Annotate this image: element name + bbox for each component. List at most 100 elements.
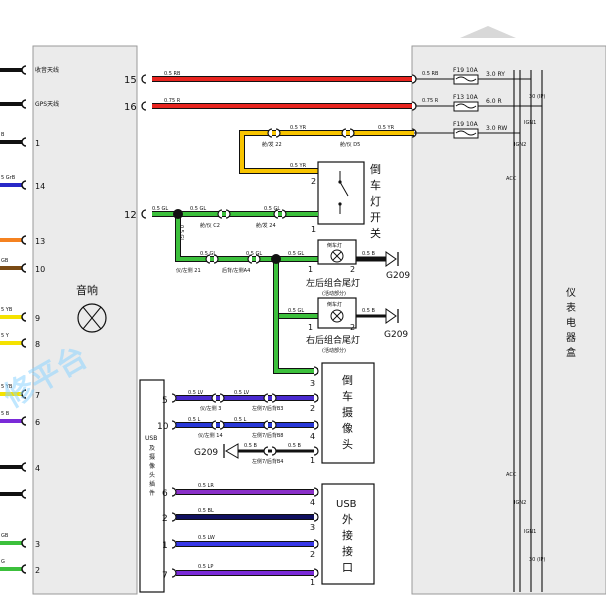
wire-code: 5 YB: [1, 307, 13, 313]
switch-label-1: 倒: [370, 163, 381, 176]
left-connector-panel: [32, 45, 138, 595]
usb-port-pin: 4: [310, 498, 315, 507]
camera-label-5: 头: [342, 438, 353, 451]
fuse-amp: 6.0 R: [486, 98, 502, 105]
connector-label: 舱/发 22: [262, 141, 282, 148]
connector-label: 左侧7/后背B8: [252, 432, 283, 439]
harness-label: 插: [149, 480, 155, 488]
usb-port-pin: 1: [310, 578, 315, 587]
usb-label-5: 口: [342, 561, 353, 574]
wire-code: 0.75 R: [164, 98, 181, 104]
pin-label: 14: [35, 182, 45, 191]
pin-label: 13: [35, 237, 45, 246]
ground-label: G209: [386, 271, 410, 281]
wire-code: 0.5 YR: [290, 163, 307, 169]
wire-code: 0.5 GL: [264, 206, 280, 212]
pin-label: GPS天线: [35, 100, 59, 108]
rail-labels: 30 (IP) IGN1 IGN2 ACC ACC IGN2 IGN1 30 (…: [506, 94, 545, 563]
wire-code: 0.5 LV: [188, 390, 204, 396]
rail-label: IGN1: [524, 120, 536, 126]
wire-code: 0.5 LP: [198, 564, 213, 570]
harness-label: 像: [149, 462, 155, 470]
wire-code: 5 YB: [1, 384, 13, 390]
lamp-sub: (活动部分): [322, 290, 346, 297]
usb-port-pin: 2: [310, 550, 315, 559]
rail-label: 30 (IP): [529, 94, 545, 100]
lamp2-ground: 0.5 B G209: [356, 308, 408, 340]
usb-pin: 2: [162, 514, 168, 524]
reverse-switch: 2 1 倒 车 灯 开 关: [311, 161, 381, 240]
speaker-symbol: 音响: [76, 283, 107, 333]
rail-label: IGN2: [514, 500, 526, 506]
wire-code: 5 B: [1, 411, 10, 417]
connector-label: 舱/发 24: [256, 222, 276, 229]
switch-label-4: 开: [370, 211, 381, 224]
wire-code: 0.5 YR: [378, 125, 395, 131]
lamp-pin: 1: [308, 323, 313, 332]
pin-label: 2: [35, 566, 40, 575]
ground-label: G209: [194, 448, 218, 458]
connector-label: 仪/左侧 14: [198, 432, 223, 439]
fuse-label: F19 10A: [453, 121, 479, 128]
harness-label: USB: [145, 435, 157, 442]
camera-label-1: 倒: [342, 374, 353, 387]
lamp1-ground: 0.5 B G209: [356, 251, 410, 281]
wire-code: 0.5 YR: [290, 125, 307, 131]
left-pin-plugs: [21, 65, 27, 574]
usb-port: USB 外 接 接 口 4 3 2 1: [310, 483, 375, 587]
box-arrow: [460, 26, 516, 38]
switch-label-3: 灯: [370, 195, 381, 208]
pin-15: 15: [124, 75, 137, 86]
lamp-title: 倒车灯: [327, 301, 342, 308]
camera-label-3: 摄: [342, 405, 353, 419]
inline-connectors-gl: [205, 209, 287, 264]
left-tail-lamp: 倒车灯 1 2 左后组合尾灯 (活动部分): [306, 239, 360, 297]
lamp-sub: (活动部分): [322, 347, 346, 354]
lamp-label: 右后组合尾灯: [306, 334, 360, 346]
wire-yr: 0.5 YR 0.5 YR 0.5 YR 舱/发 22 舱/仪 D5: [239, 125, 454, 174]
usb-port-pin: 3: [310, 523, 315, 532]
pin-label: 8: [35, 340, 40, 349]
instrument-box-label: 仪 表 电 器 盒: [566, 287, 576, 359]
right-tail-lamp: 倒车灯 1 2 右后组合尾灯 (活动部分): [306, 297, 360, 354]
wire-code: 0.5 BL: [198, 508, 214, 514]
wire-code: 0.5 B: [244, 443, 258, 449]
wire-code: 0.5 B: [362, 251, 376, 257]
rail-label: 30 (IP): [529, 557, 545, 563]
inline-connectors-yr: [267, 128, 355, 138]
wire-code: 0.5 GL: [178, 225, 184, 241]
pin-label: 3: [35, 540, 40, 549]
usb-pin: 6: [162, 489, 168, 499]
wire-gl: 12 0.5 GL 0.5 GL 0.5 GL 0.5 GL 0.5 GL 0.…: [124, 206, 318, 374]
box-label-5: 盒: [566, 346, 576, 359]
camera-wires: G209 0.5 LV 0.5 LV 0.5 L 0.5 L 0.5 B 0.5…: [176, 390, 318, 465]
pin-label: 7: [35, 391, 40, 400]
lamp-pin: 2: [350, 323, 355, 332]
pin-16: 16: [124, 102, 137, 113]
reverse-camera: 倒 车 摄 像 头 3 2 4 1: [310, 362, 375, 465]
inline-connectors-cam: [171, 366, 319, 456]
fuse-amp: 3.0 RW: [486, 125, 507, 132]
usb-label-4: 接: [342, 545, 353, 558]
usb-label-3: 接: [342, 529, 353, 542]
camera-pin: 3: [310, 379, 315, 388]
wire-code: 0.5 LV: [234, 390, 250, 396]
pin-label: 收音天线: [35, 66, 59, 74]
switch-pin: 2: [311, 177, 316, 186]
wire-code: 0.5 L: [234, 417, 247, 423]
connector-label: 舱/仪 D5: [340, 141, 360, 148]
rail-label: IGN1: [524, 529, 536, 535]
box-label-3: 电: [566, 316, 576, 329]
connector-label: 仪/左侧 21: [176, 267, 201, 274]
connector-label: 仪/左侧 3: [200, 405, 221, 412]
lamp-title: 倒车灯: [327, 242, 342, 249]
usb-label-2: 外: [342, 513, 353, 526]
camera-pin: 1: [310, 456, 315, 465]
rail-label: IGN2: [514, 142, 526, 148]
box-label-4: 器: [566, 332, 576, 344]
usb-harness: USB 及 摄 像 头 插 件 5 10 6 2 1 7: [139, 379, 169, 593]
wire-code: 0.5 GL: [200, 251, 216, 257]
wire-code: 5 Y: [1, 333, 10, 339]
wire-15: 15 0.5 RB 0.5 RB: [124, 71, 454, 86]
